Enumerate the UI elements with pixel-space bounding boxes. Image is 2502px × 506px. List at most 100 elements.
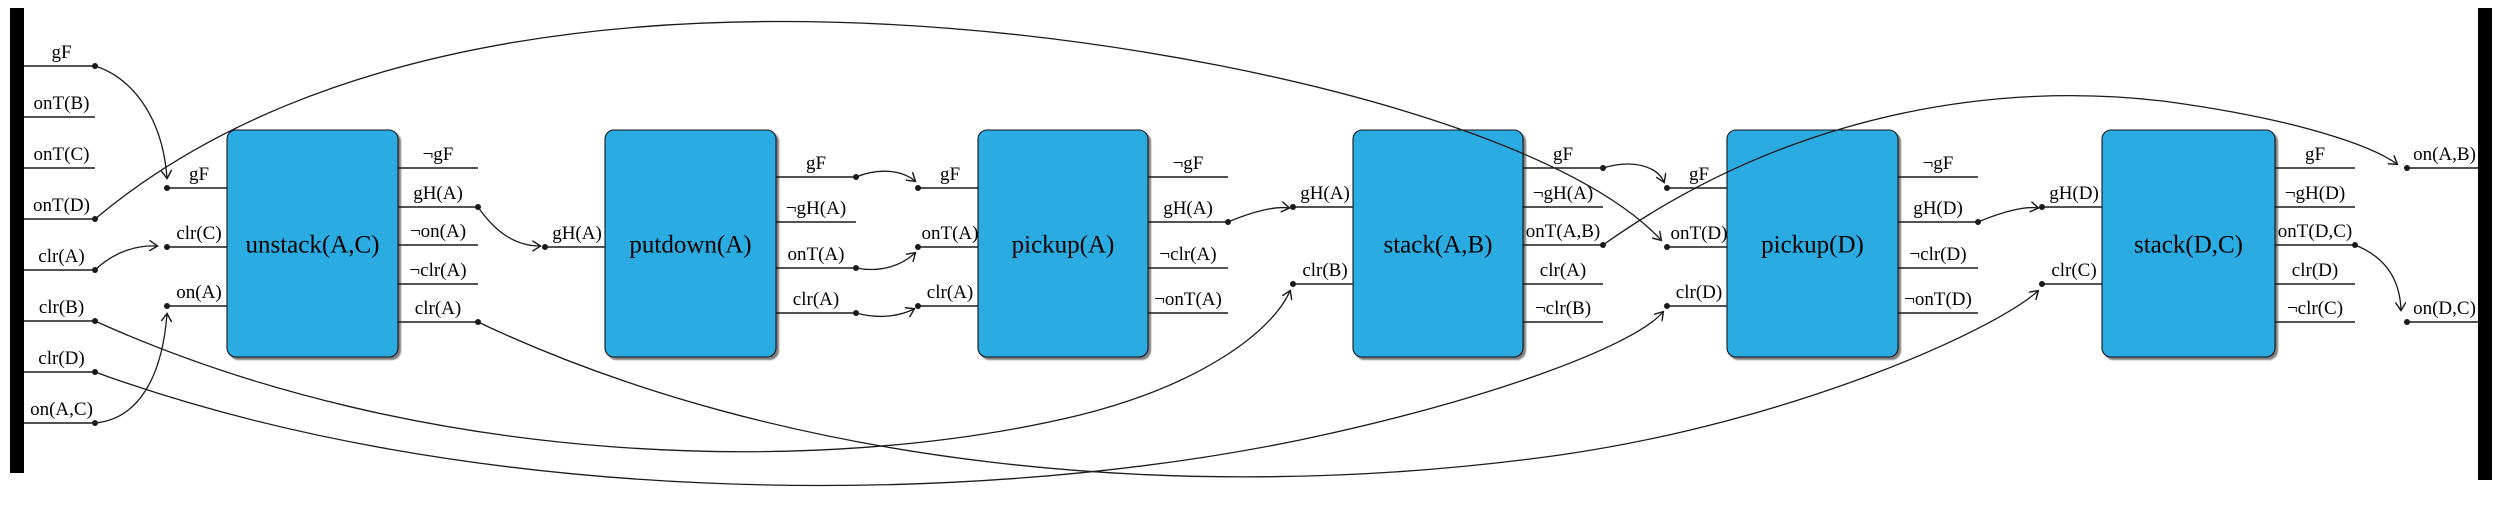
initial-fact-label: clr(B): [39, 297, 84, 318]
connection-dot: [475, 319, 481, 325]
output-port-label: ¬gF: [423, 144, 454, 165]
input-port-label: clr(C): [2051, 260, 2096, 281]
connection-dot: [853, 265, 859, 271]
goal-fact-on(D,C): on(D,C): [2407, 298, 2478, 323]
input-port-label: on(A): [176, 282, 221, 303]
causal-link:unstack(A,C).out.gH(A)->putdown(A).in.gH(A): [477, 206, 540, 246]
input-port-gH(D): gH(D): [2042, 183, 2102, 208]
causal-link:stack(D,C).out.onT(D,C)->goal.on(D,C): [2354, 244, 2401, 310]
connection-dot: [92, 420, 98, 426]
output-port-gF: gF: [2275, 144, 2355, 169]
connection-dot: [92, 63, 98, 69]
output-port-¬on(A): ¬on(A): [398, 221, 478, 246]
output-port-¬clr(A): ¬clr(A): [398, 260, 478, 285]
output-port-label: ¬gF: [1173, 153, 1204, 174]
causal-link:init.clr(D)->pickup(D).in.clr(D): [94, 312, 1663, 487]
initial-fact-onT(C): onT(C): [24, 144, 95, 169]
connection-dot: [542, 244, 548, 250]
input-port-label: clr(C): [176, 223, 221, 244]
causal-link:init.clr(A)->unstack(A,C).in.clr(C): [94, 246, 157, 271]
output-port-label: ¬gF: [1923, 153, 1954, 174]
connection-dot: [1664, 303, 1670, 309]
output-port-¬gF: ¬gF: [1898, 153, 1978, 178]
output-port-¬clr(A): ¬clr(A): [1148, 244, 1228, 269]
action-stack(A,B): stack(A,B): [1352, 129, 1524, 358]
causal-link:pickup(D).out.gH(D)->stack(D,C).in.gH(D): [1977, 208, 2038, 223]
input-port-label: gF: [1689, 164, 1709, 185]
output-port-label: ¬gH(A): [1533, 183, 1593, 204]
action-box: [226, 129, 399, 358]
connection-dot: [1225, 219, 1231, 225]
action-pickup(A): pickup(A): [977, 129, 1149, 358]
connection-dot: [853, 310, 859, 316]
connection-dot: [1664, 185, 1670, 191]
input-port-clr(C): clr(C): [2042, 260, 2102, 285]
causal-link:putdown(A).out.gF->pickup(A).in.gF: [855, 170, 915, 181]
output-port-¬gH(A): ¬gH(A): [1523, 183, 1603, 208]
connection-dot: [164, 185, 170, 191]
output-port-label: ¬clr(A): [409, 260, 466, 281]
action-title: pickup(A): [1012, 232, 1115, 259]
input-port-label: gH(A): [1300, 183, 1350, 204]
initial-fact-label: onT(C): [34, 144, 90, 165]
action-boxes-layer: unstack(A,C)putdown(A)pickup(A)stack(A,B…: [226, 129, 2276, 358]
output-port-clr(A): clr(A): [398, 298, 478, 323]
input-port-label: onT(D): [1671, 223, 1728, 244]
causal-link:init.onT(D)->pickup(D).in.onT(D): [94, 20, 1661, 240]
connection-dot: [915, 303, 921, 309]
action-stack(D,C): stack(D,C): [2101, 129, 2276, 358]
output-port-label: gF: [806, 153, 826, 174]
action-box: [1352, 129, 1524, 358]
output-port-label: gH(D): [1913, 198, 1963, 219]
action-unstack(A,C): unstack(A,C): [226, 129, 399, 358]
action-title: unstack(A,C): [246, 232, 380, 259]
input-port-label: gH(D): [2049, 183, 2099, 204]
output-port-onT(A,B): onT(A,B): [1523, 221, 1603, 246]
connection-dot: [1290, 204, 1296, 210]
initial-fact-on(A,C): on(A,C): [24, 399, 95, 424]
output-port-label: gF: [1553, 144, 1573, 165]
output-port-label: gH(A): [413, 183, 463, 204]
output-port-label: onT(A): [788, 244, 845, 265]
output-port-label: clr(A): [793, 289, 839, 310]
output-port-gH(A): gH(A): [1148, 198, 1228, 223]
output-port-onT(D,C): onT(D,C): [2275, 221, 2355, 246]
output-port-clr(A): clr(A): [1523, 260, 1603, 285]
connection-dot: [1290, 281, 1296, 287]
output-port-¬gF: ¬gF: [398, 144, 478, 169]
input-port-gH(A): gH(A): [545, 223, 605, 248]
output-port-¬clr(D): ¬clr(D): [1898, 244, 1978, 269]
goal-fact-on(A,B): on(A,B): [2407, 144, 2478, 169]
goal-state-wall: [2478, 8, 2492, 480]
connection-dot: [2039, 204, 2045, 210]
walls-layer: gF onT(B) onT(C) onT(D) clr(A) clr(B) clr(D) on…: [10, 8, 2492, 480]
output-port-clr(D): clr(D): [2275, 260, 2355, 285]
initial-fact-clr(A): clr(A): [24, 246, 95, 271]
initial-fact-label: clr(A): [38, 246, 84, 267]
output-port-label: ¬onT(D): [1904, 289, 1972, 310]
input-port-label: gF: [189, 164, 209, 185]
output-port-label: onT(A,B): [1526, 221, 1600, 242]
input-port-label: gH(A): [552, 223, 602, 244]
ports-layer: gF clr(C) on(A) ¬gF gH(A) ¬on(A) ¬clr(A) clr(A)…: [167, 144, 2355, 323]
initial-fact-label: onT(B): [34, 93, 90, 114]
input-port-gF: gF: [167, 164, 227, 189]
output-port-label: clr(D): [2292, 260, 2338, 281]
input-port-on(A): on(A): [167, 282, 227, 307]
connection-dot: [164, 303, 170, 309]
output-port-label: clr(A): [1540, 260, 1586, 281]
connection-dot: [2039, 281, 2045, 287]
output-port-label: ¬on(A): [410, 221, 466, 242]
output-port-label: clr(A): [415, 298, 461, 319]
output-port-¬gH(D): ¬gH(D): [2275, 183, 2355, 208]
connection-dot: [1975, 219, 1981, 225]
input-port-clr(B): clr(B): [1293, 260, 1353, 285]
connection-dot: [1664, 244, 1670, 250]
goal-fact-label: on(A,B): [2413, 144, 2476, 165]
connection-dot: [915, 185, 921, 191]
input-port-onT(D): onT(D): [1667, 223, 1728, 248]
initial-fact-clr(B): clr(B): [24, 297, 95, 322]
input-port-label: clr(D): [1676, 282, 1722, 303]
connection-dot: [1600, 242, 1606, 248]
